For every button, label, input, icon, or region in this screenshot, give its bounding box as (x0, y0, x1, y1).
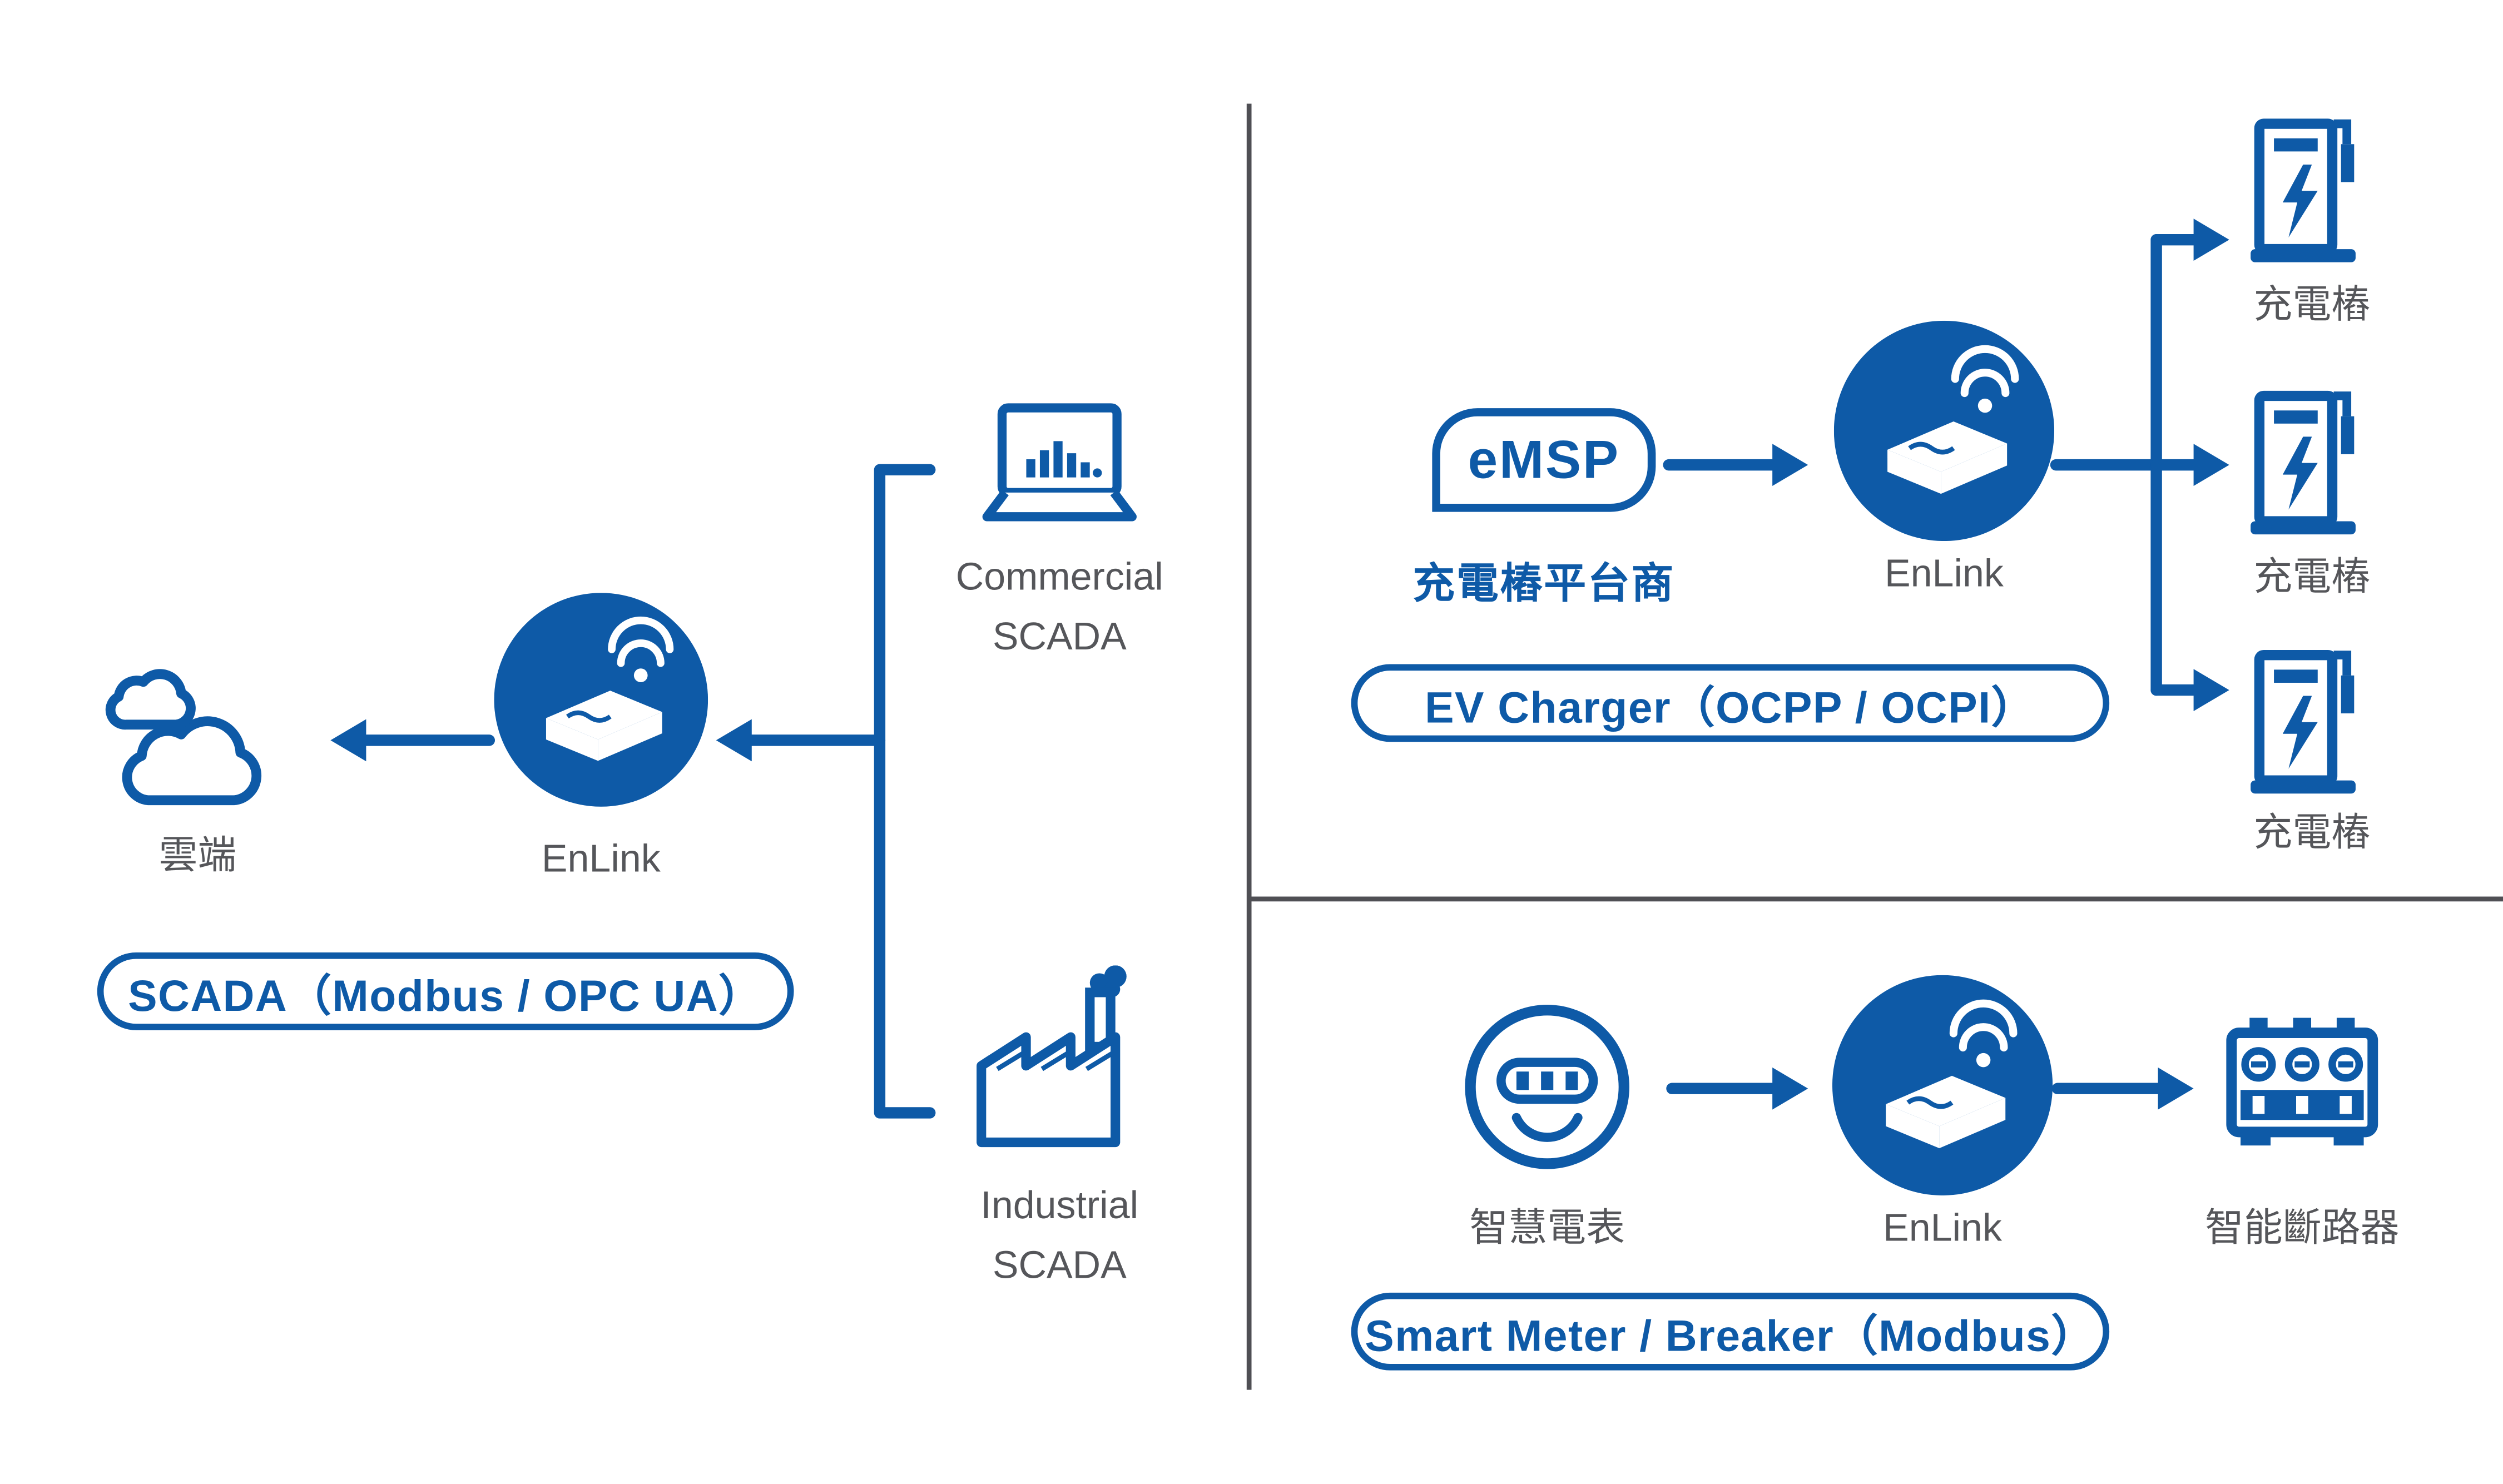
enlink-gateway-icon (1832, 975, 2053, 1196)
enlink-label: EnLink (1885, 552, 2004, 597)
ev-charger-label: 充電樁 (2253, 555, 2371, 599)
ev-charger-label: 充電樁 (2253, 811, 2371, 856)
scada-connectors (360, 464, 936, 1119)
smart-meter-label: 智慧電表 (1469, 1207, 1625, 1251)
ev-protocol-pill: EV Charger（OCPP / OCPI） (1351, 664, 2110, 742)
cloud-icon (91, 651, 305, 832)
section-dividers (1246, 103, 2503, 1390)
enlink-gateway-icon (494, 593, 708, 807)
circuit-breaker-icon (2219, 1011, 2385, 1163)
enlink-label: EnLink (541, 837, 661, 881)
meter-protocol-pill: Smart Meter / Breaker（Modbus） (1351, 1292, 2110, 1371)
ev-charger-label: 充電樁 (2253, 283, 2371, 327)
emsp-bubble: eMSP (1432, 408, 1656, 512)
ev-charger-icon (2246, 632, 2378, 807)
enlink-gateway-icon (1833, 320, 2055, 542)
commercial-scada-icon (969, 394, 1150, 549)
ev-charger-icon (2246, 373, 2378, 548)
ev-connectors (1663, 234, 2199, 696)
scada-protocol-pill: SCADA（Modbus / OPC UA） (97, 952, 794, 1030)
scada-pill-label: SCADA（Modbus / OPC UA） (128, 971, 764, 1020)
emsp-caption: 充電樁平台商 (1412, 559, 1676, 608)
industrial-scada-label: Industrial SCADA (980, 1184, 1139, 1288)
meter-pill-label: Smart Meter / Breaker（Modbus） (1365, 1311, 2096, 1360)
commercial-scada-label: Commercial SCADA (955, 555, 1163, 659)
industrial-scada-icon (956, 965, 1163, 1157)
emsp-label: eMSP (1468, 429, 1620, 489)
ev-pill-label: EV Charger（OCPP / OCPI） (1425, 682, 2036, 732)
smart-meter-icon (1458, 998, 1636, 1176)
cloud-label: 雲端 (158, 834, 237, 879)
meter-arrowheads (1772, 1067, 2194, 1110)
ev-arrowheads (1772, 219, 2229, 711)
enlink-label: EnLink (1883, 1207, 2002, 1251)
scada-arrowheads (330, 719, 752, 762)
circuit-breaker-label: 智能斷路器 (2205, 1207, 2400, 1251)
ev-charger-icon (2246, 101, 2378, 276)
